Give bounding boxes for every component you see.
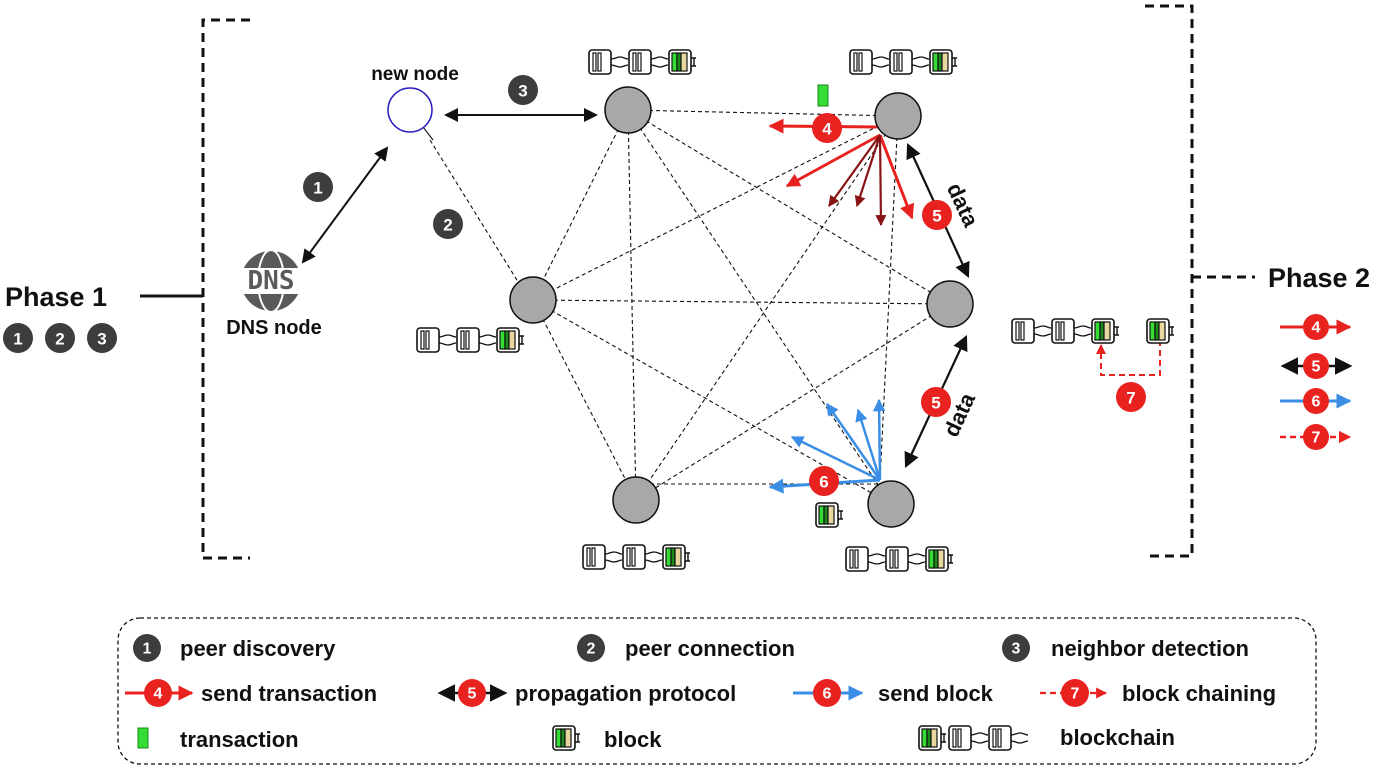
step-num-3: 3 (518, 82, 527, 101)
legend-transaction: transaction (180, 727, 299, 752)
block-icon (815, 502, 844, 528)
transaction-icon (137, 727, 149, 749)
phase1-label: Phase 1 (5, 282, 107, 312)
legend-num-7: 7 (1071, 686, 1080, 703)
legend-send-transaction: send transaction (201, 681, 377, 706)
legend-propagation-protocol: propagation protocol (515, 681, 736, 706)
peer-node-bottom-left (612, 476, 660, 524)
blockchain-icon (589, 50, 696, 74)
blockchain-icon (919, 726, 1028, 750)
block-chaining-arrow (1096, 340, 1161, 376)
block-icon (1146, 318, 1175, 344)
step-num-5-upper: 5 (932, 207, 941, 226)
step-badge-3 (508, 75, 538, 105)
step-badge-4 (812, 113, 842, 143)
dns-logo-text: DNS (248, 266, 295, 296)
send-block-arrows (768, 398, 886, 494)
dns-node-label: DNS node (226, 317, 322, 339)
new-node-label: new node (371, 64, 459, 85)
phase1-bracket (201, 18, 250, 560)
legend-neighbor-detection: neighbor detection (1051, 636, 1249, 661)
phase1-steps: 1 2 3 (3, 323, 117, 353)
blockchain-icon (1012, 319, 1119, 343)
legend-block: block (604, 727, 662, 752)
legend-num-3: 3 (1012, 641, 1021, 658)
phase1-step-num-2: 2 (55, 330, 64, 349)
legend-row-3: transaction block blockchain (137, 725, 1175, 752)
peer-node-left (509, 276, 557, 324)
phase2-step-num-5: 5 (1312, 359, 1321, 376)
legend-num-6: 6 (823, 686, 832, 703)
legend-num-5: 5 (468, 686, 477, 703)
send-transaction-arrows (768, 118, 915, 227)
phase2-steps: 4 5 6 7 (1280, 314, 1353, 450)
step-num-1: 1 (313, 179, 322, 198)
phase2-step-badge-5 (1303, 353, 1329, 379)
phase2-step-num-6: 6 (1312, 394, 1321, 411)
legend-badge-7 (1061, 679, 1089, 707)
blockchain-icon (846, 547, 953, 571)
legend-row-2: 4 send transaction 5 propagation protoco… (125, 679, 1276, 707)
phase2-step-badge-4 (1303, 314, 1329, 340)
new-node (387, 87, 433, 133)
legend-blockchain: blockchain (1060, 725, 1175, 750)
legend-num-1: 1 (143, 641, 152, 658)
step-num-6: 6 (819, 473, 828, 492)
phase2-step-num-4: 4 (1312, 320, 1321, 337)
discovery-arrow (301, 146, 389, 264)
blockchain-icon (850, 50, 957, 74)
step-num-4: 4 (822, 120, 832, 139)
phase1-step-num-3: 3 (97, 330, 106, 349)
peer-node-top-left (604, 86, 652, 134)
legend-peer-connection: peer connection (625, 636, 795, 661)
phase1-step-badge-3 (87, 323, 117, 353)
transaction-icon (817, 84, 829, 107)
blockchain-icon (417, 328, 524, 352)
blockchain-icon (583, 545, 690, 569)
legend-num-2: 2 (587, 641, 596, 658)
step-num-5-lower: 5 (931, 394, 940, 413)
peer-node-right (926, 280, 974, 328)
phase2-step-num-7: 7 (1312, 430, 1321, 447)
legend-peer-discovery: peer discovery (180, 636, 336, 661)
phase1-step-num-1: 1 (13, 330, 22, 349)
legend-badge-2 (577, 634, 605, 662)
legend-badge-3 (1002, 634, 1030, 662)
legend-send-block: send block (878, 681, 994, 706)
step-badge-1 (303, 172, 333, 202)
step-badge-7 (1116, 382, 1146, 412)
legend-badge-1 (133, 634, 161, 662)
phase2-bracket (1145, 4, 1194, 558)
step-num-2: 2 (443, 216, 452, 235)
block-icon (552, 725, 581, 751)
phase2-step-badge-6 (1303, 388, 1329, 414)
phase2-step-badge-7 (1303, 424, 1329, 450)
legend-badge-5 (458, 679, 486, 707)
peer-node-bottom-right (867, 480, 915, 528)
step-badge-6 (809, 466, 839, 496)
legend-block-chaining: block chaining (1122, 681, 1276, 706)
legend-num-4: 4 (154, 686, 163, 703)
step-badge-2 (433, 209, 463, 239)
legend-badge-6 (813, 679, 841, 707)
legend-row-1: 1 peer discovery 2 peer connection 3 nei… (133, 634, 1249, 662)
phase1-step-badge-1 (3, 323, 33, 353)
dns-node-icon: DNS (236, 249, 306, 313)
step-num-7: 7 (1126, 389, 1135, 408)
legend-box (117, 617, 1317, 765)
diagram-steps: 1 2 3 4 5 5 6 7 (303, 75, 1146, 496)
peer-node-top-right (874, 92, 922, 140)
phase1-step-badge-2 (45, 323, 75, 353)
phase2-label: Phase 2 (1268, 263, 1370, 293)
step-badge-5-upper (922, 200, 952, 230)
legend-badge-4 (144, 679, 172, 707)
step-badge-5-lower (921, 387, 951, 417)
